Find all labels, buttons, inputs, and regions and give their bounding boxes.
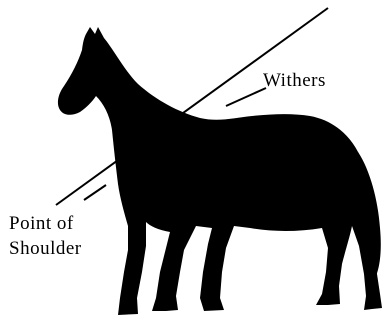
shoulder-pointer-line — [84, 185, 106, 200]
point-of-shoulder-label: Point of Shoulder — [9, 211, 82, 261]
withers-pointer-line — [226, 88, 266, 106]
point-of-shoulder-label-line1: Point of — [9, 211, 82, 236]
point-of-shoulder-label-line2: Shoulder — [9, 236, 82, 261]
withers-label: Withers — [263, 70, 326, 92]
horse-silhouette — [58, 27, 382, 315]
